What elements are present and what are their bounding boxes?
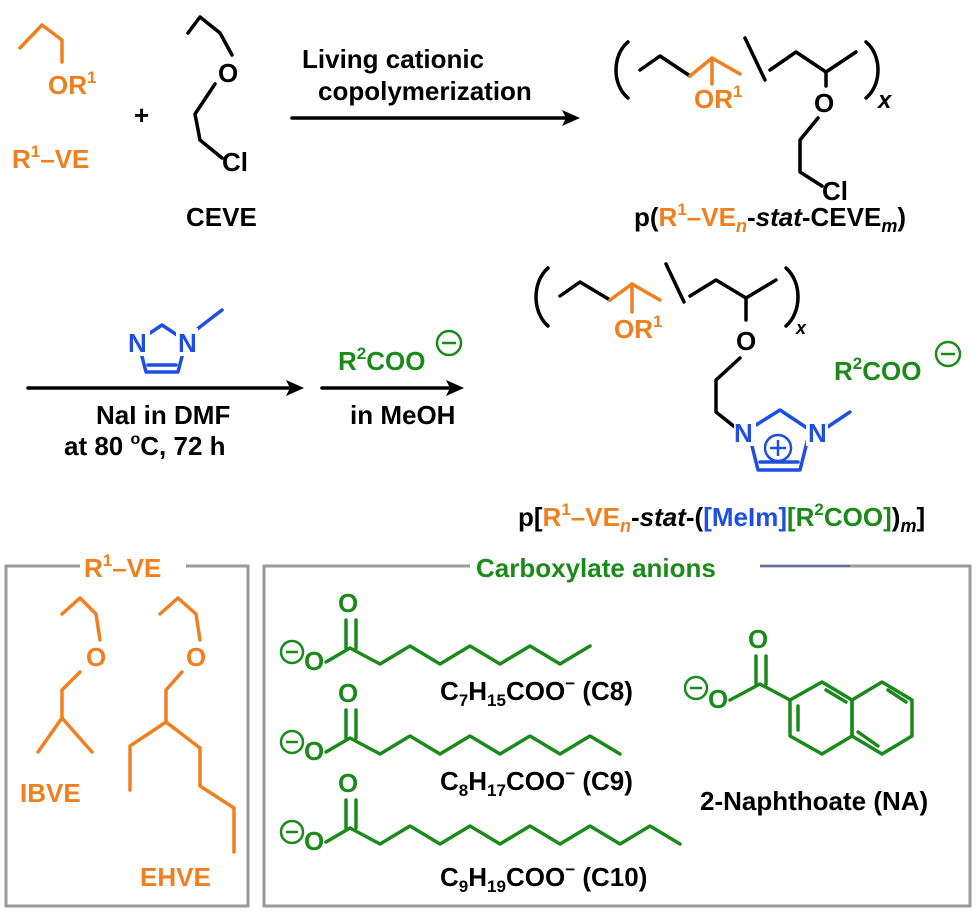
- arrow-anion-exchange: R2COO in MeOH: [320, 329, 464, 430]
- r1-ve-panel-title: R1–VE: [84, 551, 161, 583]
- anion-reagent: R2COO: [338, 344, 425, 376]
- c8-anion: O O C7H15COO− (C8): [279, 588, 633, 710]
- methylimidazole-reagent: N N: [128, 308, 224, 374]
- polymer2-x: x: [795, 318, 807, 338]
- c9-anion: O O C8H17COO− (C9): [279, 678, 633, 800]
- ceve-cl-atom: Cl: [222, 147, 248, 177]
- na-o-double: O: [748, 624, 768, 654]
- carboxylate-panel-title: Carboxylate anions: [476, 553, 716, 583]
- polymer2-n-atom-1: N: [734, 418, 753, 448]
- polymer2-n-atom-2: N: [808, 418, 827, 448]
- counter-anion-charge-icon: [934, 340, 962, 368]
- c10-anion: O O C9H19COO− (C10): [279, 768, 682, 896]
- monomer1-label: R1–VE: [12, 142, 89, 174]
- c10-o-minus: O: [304, 826, 324, 856]
- c10-o-double: O: [338, 768, 358, 798]
- plus-sign: +: [134, 100, 149, 130]
- polymer1-name: p(R1–VEn-stat-CEVEm): [634, 200, 906, 236]
- ehve-label: EHVE: [140, 862, 211, 892]
- c8-o-minus: O: [304, 646, 324, 676]
- polymer1-cl-atom: Cl: [822, 176, 848, 206]
- monomer1-substituent: OR1: [48, 68, 96, 100]
- polymer-2: x OR1 O N N R2COO p[R1–VEn-stat-([MeIm][…: [518, 262, 962, 536]
- ehve-o-atom: O: [186, 642, 206, 672]
- polymer1-x: x: [876, 87, 893, 114]
- na-o-minus: O: [708, 684, 728, 714]
- arrow-quaternization: NaI in DMF at 80 oC, 72 h: [26, 380, 304, 461]
- c9-formula: C8H17COO− (C9): [440, 764, 633, 800]
- polymer1-o-atom: O: [814, 88, 834, 118]
- polymer2-substituent: OR1: [614, 312, 662, 344]
- polymer-1: x OR1 O Cl p(R1–VEn-stat-CEVEm): [614, 36, 906, 236]
- cond-line2: at 80 oC, 72 h: [64, 431, 226, 461]
- reagent-n-atom-1: N: [128, 328, 147, 358]
- arrow-label-line1: Living cationic: [302, 44, 484, 74]
- ibve-o-atom: O: [86, 642, 106, 672]
- polymer2-counter-anion: R2COO: [834, 354, 921, 386]
- arrow-polymerization: Living cationic copolymerization: [290, 44, 580, 126]
- ceve-label: CEVE: [186, 202, 257, 232]
- anion-charge-icon: [435, 329, 463, 357]
- c8-formula: C7H15COO− (C8): [440, 674, 633, 710]
- ceve-o-atom: O: [218, 58, 238, 88]
- solvent-label: in MeOH: [350, 400, 455, 430]
- c9-o-double: O: [338, 678, 358, 708]
- carboxylate-panel: Carboxylate anions O O C7H15COO− (C8) O …: [262, 553, 972, 908]
- c8-o-double: O: [338, 588, 358, 618]
- arrow-label-line2: copolymerization: [318, 76, 532, 106]
- c9-o-minus: O: [304, 736, 324, 766]
- reagent-n-atom-2: N: [178, 328, 197, 358]
- polymer2-o-atom: O: [736, 326, 756, 356]
- r1-ve-panel: R1–VE O IBVE O EHVE: [4, 551, 250, 908]
- polymer1-substituent: OR1: [694, 82, 742, 114]
- naphthoate-anion: O O 2-Naphthoate (NA): [683, 624, 928, 816]
- polymer2-name: p[R1–VEn-stat-([MeIm][R2COO])m]: [518, 500, 925, 536]
- na-label: 2-Naphthoate (NA): [700, 786, 928, 816]
- c10-formula: C9H19COO− (C10): [440, 860, 647, 896]
- r1-ve-monomer: OR1 R1–VE: [12, 23, 96, 174]
- ceve-monomer: O Cl CEVE: [186, 15, 257, 232]
- ibve-label: IBVE: [20, 778, 81, 808]
- cond-line1: NaI in DMF: [96, 400, 230, 430]
